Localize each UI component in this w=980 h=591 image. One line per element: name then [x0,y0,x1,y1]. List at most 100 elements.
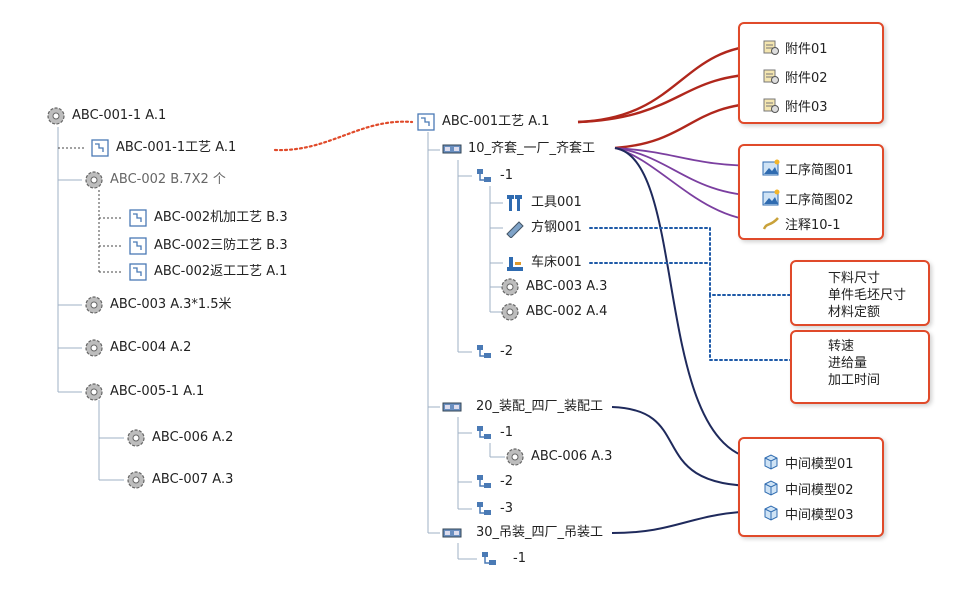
node-label: -2 [500,344,513,359]
mid-tool[interactable]: 工具001 [505,192,582,214]
material-box: 下料尺寸 单件毛坯尺寸 材料定额 [790,260,930,326]
mid-lathe[interactable]: 车床001 [505,252,582,274]
node-label: ABC-002 B.7X2 个 [110,172,226,187]
node-label: ABC-001-1工艺 A.1 [116,140,237,155]
gear-icon [500,277,520,297]
mid-op20-step-3[interactable]: -3 [474,498,513,520]
param-item: 加工时间 [828,373,881,388]
gear-icon [46,106,66,126]
mid-part3[interactable]: ABC-003 A.3 [500,276,607,298]
node-label: -1 [500,425,513,440]
mid-op30-step-1[interactable]: -1 [479,548,526,570]
step-icon [474,472,494,492]
material-item: 单件毛坯尺寸 [828,288,907,303]
node-label: 30_吊装_四厂_吊装工 [476,525,604,540]
left-item-abc006[interactable]: ABC-006 A.2 [126,427,233,449]
attachment-item[interactable]: 附件02 [762,65,828,87]
sketches-box: 工序简图01 工序简图02 注释10-1 [738,144,884,240]
left-item-abc005[interactable]: ABC-005-1 A.1 [84,381,204,403]
mid-op20-step-2[interactable]: -2 [474,471,513,493]
left-item-abc002[interactable]: ABC-002 B.7X2 个 [84,169,226,191]
process-params-box: 转速 进给量 加工时间 [790,330,930,404]
node-label: ABC-007 A.3 [152,472,234,487]
node-label: ABC-003 A.3 [526,279,608,294]
image-icon [762,159,780,177]
node-label: -3 [500,501,513,516]
step-icon [474,499,494,519]
gear-icon [84,382,104,402]
step-icon [479,549,499,569]
left-item-rework[interactable]: ABC-002返工工艺 A.1 [128,261,287,283]
lathe-icon [505,253,525,273]
node-label: 工具001 [531,195,582,210]
param-item: 进给量 [828,356,868,371]
gear-icon [126,470,146,490]
model-icon [762,479,780,497]
mid-op20-step-1[interactable]: -1 [474,422,513,444]
process-doc-icon [128,208,148,228]
node-label: 车床001 [531,255,582,270]
process-doc-icon [128,236,148,256]
operation-icon [442,397,462,417]
node-label: ABC-005-1 A.1 [110,384,205,399]
steel-bar-icon [505,218,525,238]
node-label: ABC-006 A.3 [531,449,613,464]
image-icon [762,189,780,207]
node-label: -1 [513,551,526,566]
step-icon [474,166,494,186]
node-label: 20_装配_四厂_装配工 [476,399,604,414]
attachment-item[interactable]: 附件03 [762,94,828,116]
gear-icon [84,295,104,315]
process-doc-icon [416,112,436,132]
node-label: ABC-001工艺 A.1 [442,114,550,129]
node-label: ABC-002三防工艺 B.3 [154,238,288,253]
left-item-abc003[interactable]: ABC-003 A.3*1.5米 [84,294,232,316]
mid-part2[interactable]: ABC-002 A.4 [500,301,607,323]
wrench-icon [505,193,525,213]
mid-step-1[interactable]: -1 [474,165,513,187]
left-item-abc004[interactable]: ABC-004 A.2 [84,337,191,359]
gear-icon [505,447,525,467]
annotation-item[interactable]: 注释10-1 [762,212,841,234]
model-icon [762,504,780,522]
mid-steel[interactable]: 方钢001 [505,217,582,239]
step-icon [474,342,494,362]
node-label: ABC-002 A.4 [526,304,608,319]
left-item-antiprotect[interactable]: ABC-002三防工艺 B.3 [128,235,288,257]
mid-op10[interactable]: 10_齐套_一厂_齐套工 [442,138,595,160]
node-label: -2 [500,474,513,489]
model-item[interactable]: 中间模型03 [762,502,854,524]
operation-icon [442,139,462,159]
operation-icon [442,523,462,543]
node-label: 方钢001 [531,220,582,235]
attachment-icon [762,38,780,56]
attachment-icon [762,96,780,114]
sketch-item[interactable]: 工序简图02 [762,187,854,209]
attachment-icon [762,67,780,85]
attachment-item[interactable]: 附件01 [762,36,828,58]
model-item[interactable]: 中间模型02 [762,477,854,499]
model-icon [762,453,780,471]
process-doc-icon [128,262,148,282]
node-label: ABC-002机加工艺 B.3 [154,210,288,225]
left-item-machining[interactable]: ABC-002机加工艺 B.3 [128,207,288,229]
annotation-icon [762,214,780,232]
left-item-abc007[interactable]: ABC-007 A.3 [126,469,233,491]
node-label: ABC-002返工工艺 A.1 [154,264,288,279]
model-item[interactable]: 中间模型01 [762,451,854,473]
process-doc-icon [90,138,110,158]
mid-part6[interactable]: ABC-006 A.3 [505,446,612,468]
node-label: ABC-006 A.2 [152,430,234,445]
gear-icon [84,170,104,190]
left-item-process[interactable]: ABC-001-1工艺 A.1 [90,137,236,159]
mid-op20[interactable]: 20_装配_四厂_装配工 [442,396,603,418]
mid-step-2[interactable]: -2 [474,341,513,363]
mid-root[interactable]: ABC-001工艺 A.1 [416,111,549,133]
left-root[interactable]: ABC-001-1 A.1 [46,105,166,127]
sketch-item[interactable]: 工序简图01 [762,157,854,179]
attachments-box: 附件01 附件02 附件03 [738,22,884,124]
node-label: -1 [500,168,513,183]
mid-op30[interactable]: 30_吊装_四厂_吊装工 [442,522,603,544]
node-label: 10_齐套_一厂_齐套工 [468,141,596,156]
